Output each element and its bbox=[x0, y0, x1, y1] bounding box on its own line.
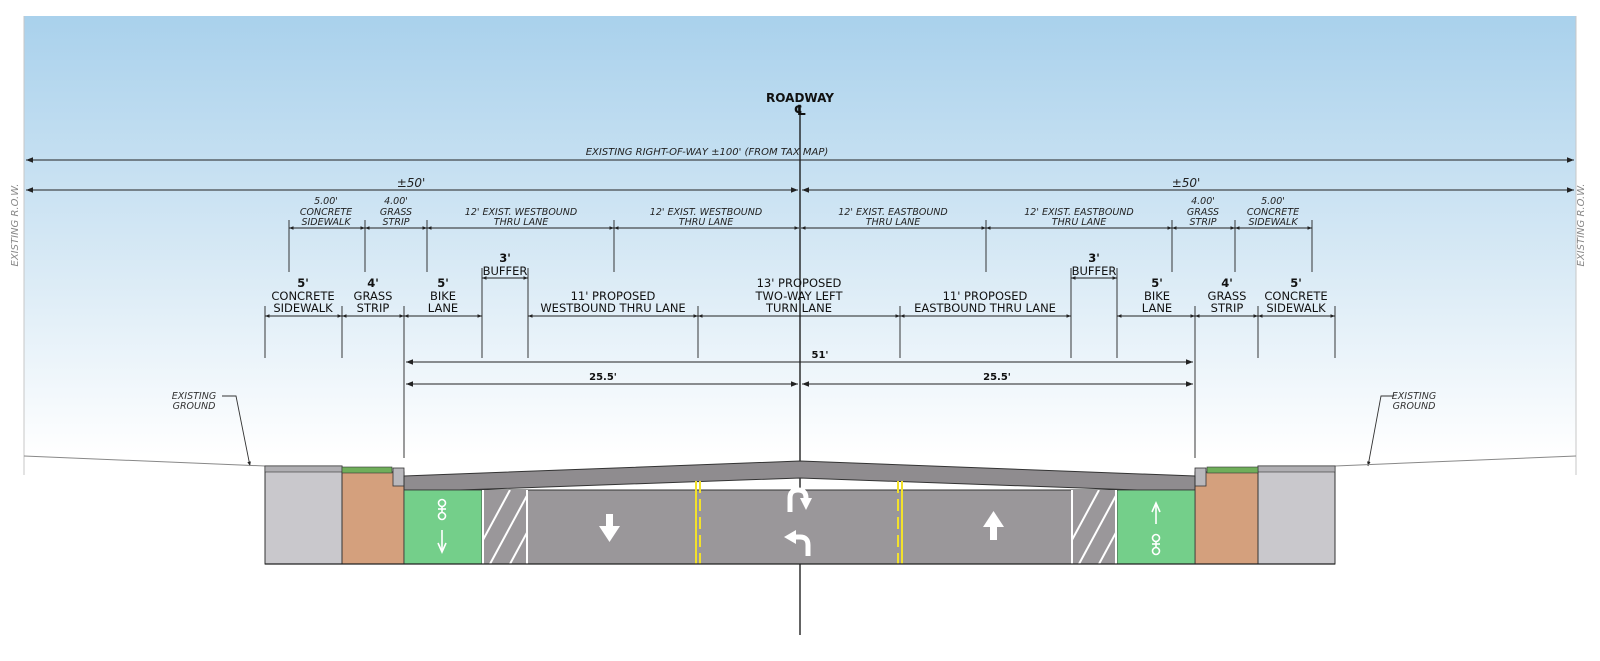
prop-sidewalk-left-width: 5' bbox=[297, 276, 309, 290]
exist-sidewalk-right-name2: SIDEWALK bbox=[1248, 217, 1298, 228]
existing-ground-line-left bbox=[23, 455, 266, 467]
existing-ground-right-line1: EXISTING bbox=[1392, 391, 1436, 402]
sidewalk-right-slab bbox=[1257, 465, 1336, 473]
up-arrow-icon bbox=[983, 511, 1004, 540]
prop-bike-left-name2: LANE bbox=[428, 301, 458, 315]
grass-strip-left bbox=[341, 471, 405, 565]
sidewalk-right bbox=[1257, 465, 1336, 565]
half-width-label-right: ±50' bbox=[1172, 176, 1201, 190]
prop-buffer-left-name: BUFFER bbox=[483, 264, 528, 278]
u-turn-arrow-icon bbox=[787, 487, 812, 512]
row-label-right: EXISTING R.O.W. bbox=[1576, 184, 1587, 267]
prop-twltl-line3: TURN LANE bbox=[765, 301, 832, 315]
prop-grass-right-width: 4' bbox=[1221, 276, 1233, 290]
buffer-left bbox=[482, 490, 528, 564]
exist-sidewalk-left-width: 5.00' bbox=[314, 196, 338, 207]
prop-grass-left-name1: GRASS bbox=[354, 289, 393, 303]
prop-sidewalk-left-name1: CONCRETE bbox=[271, 289, 334, 303]
existing-ground-left-line2: GROUND bbox=[173, 401, 216, 412]
existing-ground-right-line2: GROUND bbox=[1393, 401, 1436, 412]
curb-to-curb-label: 51' bbox=[812, 350, 829, 361]
exist-sidewalk-right-width: 5.00' bbox=[1261, 196, 1285, 207]
bicycle-symbol-icon-right bbox=[1151, 501, 1161, 556]
exist-wb-lane2-name2: THRU LANE bbox=[679, 217, 733, 228]
prop-bike-right-name1: BIKE bbox=[1144, 289, 1170, 303]
row-dimension-label: EXISTING RIGHT-OF-WAY ±100' (FROM TAX MA… bbox=[586, 147, 829, 158]
prop-buffer-right-width: 3' bbox=[1088, 251, 1100, 265]
exist-grass-left-width: 4.00' bbox=[384, 196, 408, 207]
prop-grass-left-name2: STRIP bbox=[357, 301, 390, 315]
grass-strip-left-top bbox=[341, 466, 393, 474]
total-dimension-lines bbox=[406, 359, 1193, 387]
half-right-label: 25.5' bbox=[983, 372, 1011, 383]
sidewalk-left-slab bbox=[264, 465, 343, 473]
prop-bike-right-width: 5' bbox=[1151, 276, 1163, 290]
prop-twltl-line2: TWO-WAY LEFT bbox=[755, 289, 844, 303]
half-left-label: 25.5' bbox=[589, 372, 617, 383]
prop-grass-left-width: 4' bbox=[367, 276, 379, 290]
existing-ground-left-line1: EXISTING bbox=[172, 391, 216, 402]
exist-wb-lane1-name2: THRU LANE bbox=[494, 217, 548, 228]
prop-twltl-line1: 13' PROPOSED bbox=[757, 276, 842, 290]
prop-sidewalk-right-name2: SIDEWALK bbox=[1266, 301, 1326, 315]
exist-eb-lane1-name2: THRU LANE bbox=[866, 217, 920, 228]
grass-strip-right-top bbox=[1206, 466, 1259, 474]
exist-wb-lane1-name1: 12' EXIST. WESTBOUND bbox=[465, 207, 577, 218]
exist-sidewalk-left-name1: CONCRETE bbox=[300, 207, 352, 218]
prop-wb-lane-line1: 11' PROPOSED bbox=[571, 289, 656, 303]
prop-grass-right-name1: GRASS bbox=[1208, 289, 1247, 303]
buffer-right bbox=[1071, 490, 1117, 564]
exist-grass-right-name1: GRASS bbox=[1187, 207, 1219, 218]
exist-wb-lane2-name1: 12' EXIST. WESTBOUND bbox=[650, 207, 762, 218]
exist-grass-left-name1: GRASS bbox=[380, 207, 412, 218]
proposed-dimension-lines bbox=[264, 268, 1336, 458]
exist-eb-lane2-name2: THRU LANE bbox=[1052, 217, 1106, 228]
prop-bike-left-name1: BIKE bbox=[430, 289, 456, 303]
row-label-left: EXISTING R.O.W. bbox=[10, 184, 21, 267]
exist-eb-lane2-name1: 12' EXIST. EASTBOUND bbox=[1024, 207, 1133, 218]
existing-dimension-lines bbox=[288, 220, 1313, 272]
bicycle-symbol-icon-left bbox=[437, 498, 447, 554]
bike-lane-left bbox=[403, 489, 483, 565]
exist-grass-right-name2: STRIP bbox=[1190, 217, 1217, 228]
prop-sidewalk-right-name1: CONCRETE bbox=[1264, 289, 1327, 303]
curb-left bbox=[392, 467, 405, 487]
prop-eb-lane-line1: 11' PROPOSED bbox=[943, 289, 1028, 303]
curb-right bbox=[1194, 467, 1207, 487]
yellow-lines-right bbox=[897, 481, 903, 564]
centerline-symbol: ℄ bbox=[794, 103, 807, 119]
exist-sidewalk-left-name2: SIDEWALK bbox=[301, 217, 351, 228]
exist-sidewalk-right-name1: CONCRETE bbox=[1247, 207, 1299, 218]
existing-ground-leader-left bbox=[222, 395, 251, 467]
prop-grass-right-name2: STRIP bbox=[1211, 301, 1244, 315]
exist-grass-right-width: 4.00' bbox=[1191, 196, 1215, 207]
existing-labels: 5.00' CONCRETE SIDEWALK 4.00' GRASS STRI… bbox=[300, 196, 1299, 228]
sidewalk-left bbox=[264, 465, 343, 565]
pavement-body bbox=[403, 489, 1196, 565]
existing-ground-leader-right bbox=[1367, 395, 1394, 467]
left-turn-arrow-icon bbox=[784, 530, 811, 556]
half-width-label-left: ±50' bbox=[397, 176, 426, 190]
prop-wb-lane-line2: WESTBOUND THRU LANE bbox=[540, 301, 685, 315]
prop-buffer-left-width: 3' bbox=[499, 251, 511, 265]
proposed-labels: 5' CONCRETE SIDEWALK 4' GRASS STRIP 5' B… bbox=[271, 251, 1327, 315]
exist-grass-left-name2: STRIP bbox=[383, 217, 410, 228]
prop-eb-lane-line2: EASTBOUND THRU LANE bbox=[914, 301, 1056, 315]
roadway-title: ROADWAY bbox=[766, 91, 834, 105]
prop-bike-left-width: 5' bbox=[437, 276, 449, 290]
existing-ground-line-right bbox=[1334, 455, 1577, 467]
prop-sidewalk-right-width: 5' bbox=[1290, 276, 1302, 290]
prop-sidewalk-left-name2: SIDEWALK bbox=[273, 301, 333, 315]
prop-buffer-right-name: BUFFER bbox=[1072, 264, 1117, 278]
prop-bike-right-name2: LANE bbox=[1142, 301, 1172, 315]
down-arrow-icon bbox=[599, 514, 620, 542]
exist-eb-lane1-name1: 12' EXIST. EASTBOUND bbox=[838, 207, 947, 218]
yellow-lines-left bbox=[695, 481, 701, 564]
